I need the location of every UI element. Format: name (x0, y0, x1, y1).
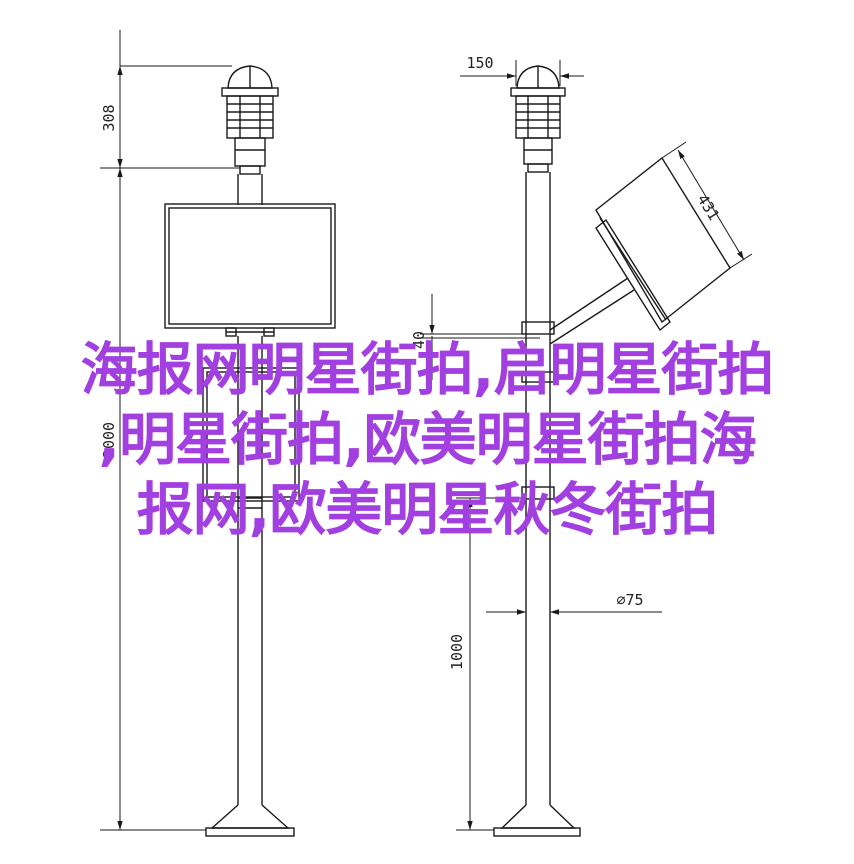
right-view (420, 60, 753, 837)
dim-total-height: 3000 (100, 422, 118, 458)
watermark-line-3: 报网,欧美明星秋冬街拍 (136, 477, 719, 543)
dim-sensor-height: 308 (100, 104, 118, 131)
dim-sensor-width: 150 (466, 54, 493, 72)
left-view (100, 30, 336, 837)
left-enclosure (202, 367, 300, 502)
watermark-line-1: 海报网明星街拍,启明星街拍 (80, 337, 775, 403)
dim-panel-size: 431 (693, 191, 723, 224)
watermark-text: 海报网明星街拍,启明星街拍 ,明星街拍,欧美明星街拍海 报网,欧美明星秋冬街拍 (0, 335, 854, 545)
watermark-line-2: ,明星街拍,欧美明星街拍海 (98, 407, 756, 473)
right-sensor-head (510, 65, 566, 173)
left-base (205, 804, 295, 837)
left-panel (164, 203, 336, 337)
right-base (493, 804, 581, 837)
right-tilted-panel (549, 156, 731, 345)
dim-pole-diameter: ⌀75 (616, 591, 643, 609)
dim-panel-offset: 40 (410, 331, 428, 349)
dimension-labels: 308 150 431 40 3000 ⌀75 1000 (100, 54, 723, 670)
right-dimensions (420, 60, 753, 831)
left-sensor-head (221, 65, 279, 175)
left-dimensions (100, 30, 240, 831)
dim-mount-height: 1000 (448, 634, 466, 670)
